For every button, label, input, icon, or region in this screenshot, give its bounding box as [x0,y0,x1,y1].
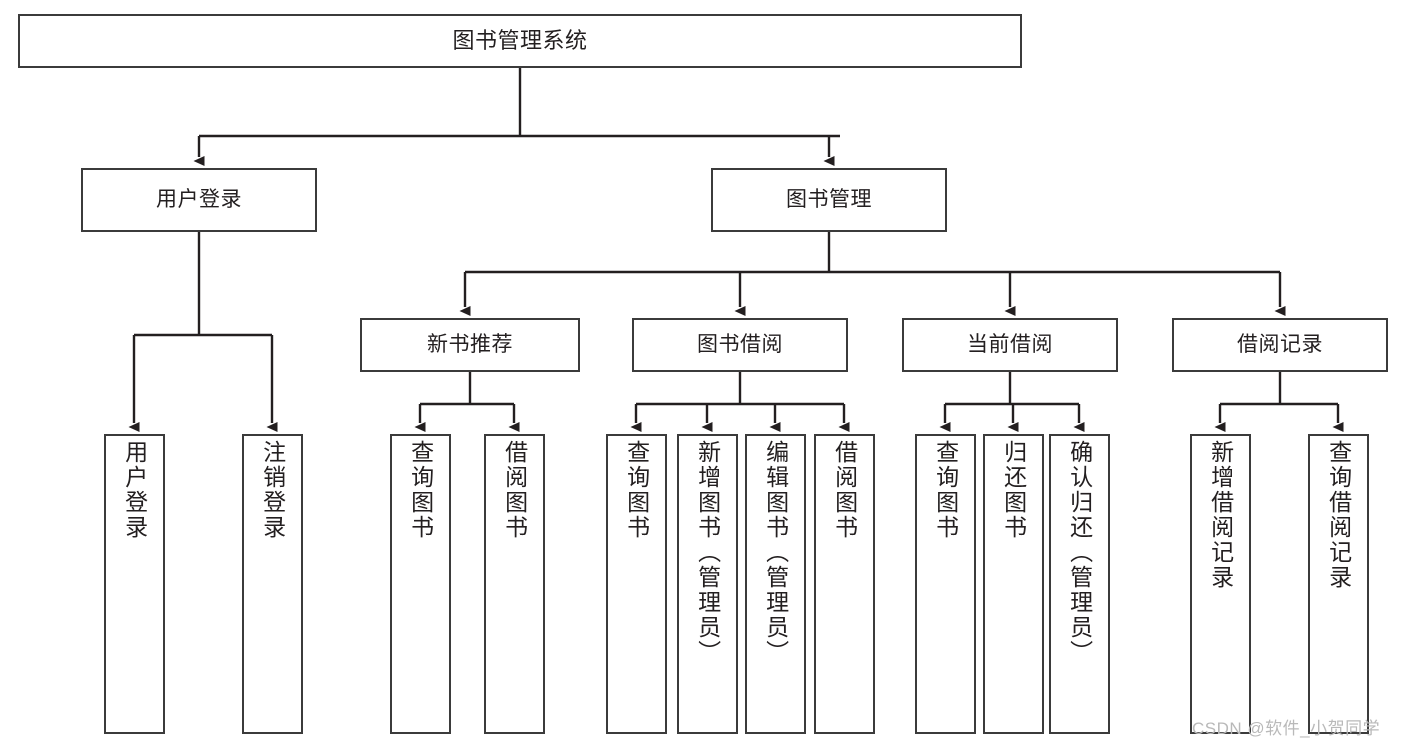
node-leaf-query-borrow-record-label: 查询借阅记录 [1325,440,1352,590]
node-leaf-confirm-return-admin-label: 确认归还（管理员） [1066,440,1093,665]
node-borrow-record[interactable]: 借阅记录 [1172,318,1388,372]
node-leaf-add-book-admin[interactable]: 新增图书（管理员） [677,434,738,734]
node-leaf-add-borrow-record[interactable]: 新增借阅记录 [1190,434,1251,734]
node-root-system[interactable]: 图书管理系统 [18,14,1022,68]
node-leaf-user-login-label: 用户登录 [121,440,148,540]
node-leaf-add-borrow-record-label: 新增借阅记录 [1207,440,1234,590]
node-borrow-record-label: 借阅记录 [1237,332,1323,356]
node-new-book-recommend-label: 新书推荐 [427,332,513,356]
node-current-borrow[interactable]: 当前借阅 [902,318,1118,372]
node-leaf-add-book-admin-label: 新增图书（管理员） [694,440,721,665]
node-leaf-return-book-label: 归还图书 [1000,440,1027,540]
node-leaf-edit-book-admin-label: 编辑图书（管理员） [762,440,789,665]
node-leaf-logout-label: 注销登录 [259,440,286,540]
node-root-label: 图书管理系统 [452,28,588,54]
node-book-management-label: 图书管理 [786,187,872,211]
node-leaf-borrow-book-recommend-label: 借阅图书 [501,440,528,540]
node-leaf-query-book-current-label: 查询图书 [932,440,959,540]
node-book-borrow-label: 图书借阅 [697,332,783,356]
watermark-text: CSDN @软件_小贺同学 [1192,719,1381,738]
node-leaf-query-book-borrow-label: 查询图书 [623,440,650,540]
node-book-borrow[interactable]: 图书借阅 [632,318,848,372]
node-leaf-borrow-book-label: 借阅图书 [831,440,858,540]
node-user-login[interactable]: 用户登录 [81,168,317,232]
node-leaf-confirm-return-admin[interactable]: 确认归还（管理员） [1049,434,1110,734]
node-leaf-edit-book-admin[interactable]: 编辑图书（管理员） [745,434,806,734]
node-user-login-label: 用户登录 [156,187,242,211]
node-leaf-query-borrow-record[interactable]: 查询借阅记录 [1308,434,1369,734]
node-leaf-user-login[interactable]: 用户登录 [104,434,165,734]
node-leaf-query-book-recommend[interactable]: 查询图书 [390,434,451,734]
node-leaf-query-book-current[interactable]: 查询图书 [915,434,976,734]
node-leaf-logout[interactable]: 注销登录 [242,434,303,734]
node-current-borrow-label: 当前借阅 [967,332,1053,356]
node-leaf-borrow-book-recommend[interactable]: 借阅图书 [484,434,545,734]
node-leaf-borrow-book[interactable]: 借阅图书 [814,434,875,734]
node-book-management[interactable]: 图书管理 [711,168,947,232]
node-leaf-query-book-borrow[interactable]: 查询图书 [606,434,667,734]
node-leaf-query-book-recommend-label: 查询图书 [407,440,434,540]
node-new-book-recommend[interactable]: 新书推荐 [360,318,580,372]
node-leaf-return-book[interactable]: 归还图书 [983,434,1044,734]
